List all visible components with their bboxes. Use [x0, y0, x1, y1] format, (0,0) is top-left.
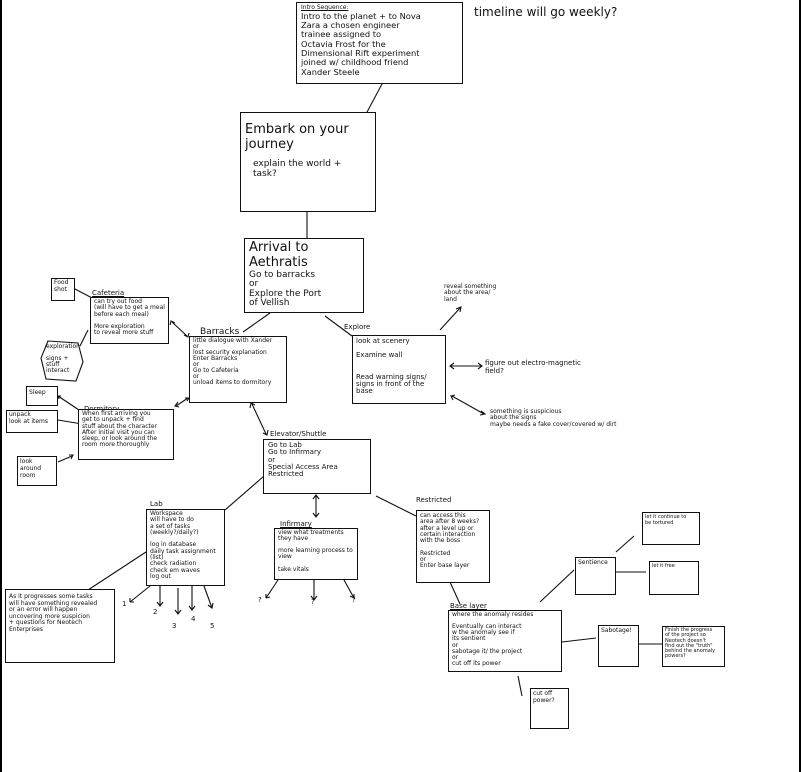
unpack-box: unpack look at items — [6, 410, 58, 433]
dormitory-box: When first arriving you get to unpack + … — [78, 409, 174, 460]
exploration-text: exploration signs + stuff interact — [46, 343, 80, 374]
tortured-text: let it continue to be tortured — [645, 514, 687, 526]
free-box: let it free — [649, 561, 699, 595]
dormitory-text: When first arriving you get to unpack + … — [82, 410, 158, 449]
intro-heading: Intro Sequence: — [301, 4, 349, 11]
finish-progress-box: Finish the progress of the project so Ne… — [662, 626, 725, 667]
lab-heading: Lab — [150, 500, 163, 508]
line-elevator-restricted — [375, 495, 417, 517]
look-around-box: look around room — [17, 456, 57, 486]
food-shot-text: Food shot — [54, 279, 69, 293]
elevator-box: Go to Lab Go to Infirmary or Special Acc… — [263, 439, 371, 494]
sentience-box: Sentience — [575, 557, 616, 595]
lab-box: Workspace will have to do a set of tasks… — [146, 509, 225, 586]
arrow-explore-reveal — [439, 307, 461, 331]
frame-right-edge — [799, 0, 801, 772]
lab-num-5: 5 — [210, 622, 215, 630]
barracks-text: little dialogue with Xander or lost secu… — [193, 337, 273, 386]
base-layer-box: where the anomaly resides Eventually can… — [448, 610, 562, 672]
line-intro-embark — [365, 83, 383, 115]
progress-note-text: As it progresses some tasks will have so… — [9, 593, 98, 633]
embark-box: Embark on your journey explain the world… — [240, 112, 376, 212]
lab-num-3: 3 — [172, 622, 177, 630]
arrow-barracks-elevator — [251, 403, 267, 435]
arrow-inf-3 — [343, 579, 355, 599]
restricted-heading: Restricted — [416, 496, 452, 504]
line-base-sentience — [539, 569, 575, 603]
explore-text: look at scenery Examine wall Read warnin… — [356, 337, 427, 395]
arrow-lab-1 — [129, 585, 151, 603]
arrow-lookaround-dormitory — [57, 455, 73, 463]
lab-num-2: 2 — [153, 608, 158, 616]
food-shot-box: Food shot — [51, 278, 75, 301]
infirmary-mark-2: ? — [311, 598, 315, 606]
sabotage-box: Sabotage! — [598, 625, 639, 667]
timeline-note: timeline will go weekly? — [474, 5, 618, 19]
lab-num-4: 4 — [191, 615, 196, 623]
arrival-box: Arrival to Aethratis Go to barracks or E… — [244, 238, 364, 313]
intro-text: Intro to the planet + to Nova Zara a cho… — [301, 10, 421, 77]
look-around-text: look around room — [20, 458, 42, 479]
progress-note-box: As it progresses some tasks will have so… — [5, 589, 115, 663]
line-elevator-lab — [224, 475, 265, 511]
infirmary-box: view what treatments they have more lear… — [274, 528, 358, 580]
intro-sequence-box: Intro Sequence: Intro to the planet + to… — [296, 2, 463, 84]
explore-heading: Explore — [344, 323, 371, 331]
base-layer-text: where the anomaly resides Eventually can… — [452, 611, 534, 667]
sabotage-text: Sabotage! — [601, 627, 632, 634]
lab-num-1: 1 — [122, 600, 127, 608]
suspicious-note: something is suspicious about the signs … — [490, 408, 617, 428]
base-layer-heading: Base layer — [450, 602, 487, 610]
arrival-title: Arrival to Aethratis — [249, 240, 309, 270]
line-sentience-tortured — [615, 535, 635, 553]
arrival-text: Go to barracks or Explore the Port of Ve… — [249, 269, 322, 309]
restricted-text: can access this area after 8 weeks? afte… — [420, 512, 480, 570]
finish-progress-text: Finish the progress of the project so Ne… — [665, 627, 716, 660]
sentience-text: Sentience — [578, 559, 608, 566]
cut-off-power-text: cut off power? — [533, 690, 555, 704]
sleep-text: Sleep — [29, 389, 46, 396]
elevator-text: Go to Lab Go to Infirmary or Special Acc… — [268, 441, 338, 479]
explore-box: look at scenery Examine wall Read warnin… — [352, 335, 446, 404]
line-cafeteria-exploration — [79, 329, 89, 347]
line-base-cutoff — [517, 675, 523, 697]
barracks-heading: Barracks — [200, 327, 240, 337]
lab-text: Workspace will have to do a set of tasks… — [150, 510, 216, 580]
arrow-inf-1 — [265, 579, 279, 599]
restricted-box: can access this area after 8 weeks? afte… — [416, 510, 490, 583]
line-base-sabotage — [561, 637, 597, 643]
line-restricted-base — [449, 581, 461, 605]
reveal-note: reveal something about the area/ land — [444, 283, 497, 303]
sleep-box: Sleep — [26, 386, 58, 406]
free-text: let it free — [652, 563, 675, 569]
infirmary-mark-3: ? — [352, 596, 356, 604]
embark-title: Embark on your journey — [245, 122, 349, 152]
infirmary-heading: Infirmary — [280, 520, 312, 528]
cafeteria-box: can try out food (will have to get a mea… — [90, 297, 169, 344]
line-arrival-explore — [324, 315, 353, 337]
arrow-lab-5 — [203, 585, 213, 609]
em-field-note: figure out electro-magnetic field? — [485, 359, 581, 376]
arrow-dormitory-barracks — [175, 397, 189, 407]
elevator-heading: Elevator/Shuttle — [270, 430, 327, 438]
tortured-box: let it continue to be tortured — [642, 512, 700, 545]
infirmary-text: view what treatments they have more lear… — [278, 529, 353, 573]
line-lab-progress — [87, 551, 147, 591]
arrow-cafeteria-barracks — [171, 321, 188, 337]
barracks-box: little dialogue with Xander or lost secu… — [189, 336, 287, 403]
arrow-explore-susp — [451, 395, 485, 415]
exploration-shape: exploration signs + stuff interact — [40, 340, 84, 382]
cafeteria-text: can try out food (will have to get a mea… — [94, 298, 165, 337]
unpack-text: unpack look at items — [9, 411, 49, 425]
frame-left-edge — [0, 0, 2, 772]
cafeteria-heading: Cafeteria — [92, 289, 125, 297]
embark-text: explain the world + task? — [253, 158, 342, 180]
cut-off-power-box: cut off power? — [530, 688, 569, 729]
infirmary-mark-1: ? — [258, 596, 262, 604]
line-arrival-barracks — [242, 312, 271, 333]
